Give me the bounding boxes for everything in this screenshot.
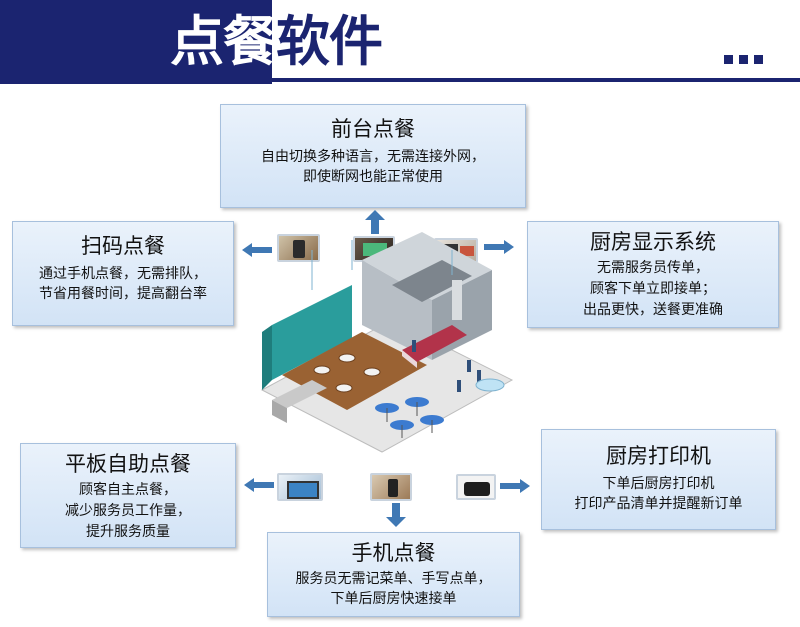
card-scan-code: 扫码点餐 通过手机点餐，无需排队， 节省用餐时间，提高翻台率: [12, 221, 234, 326]
card-kitchen-display-desc: 无需服务员传单， 顾客下单立即接单； 出品更快，送餐更准确: [528, 258, 778, 321]
card-kitchen-printer: 厨房打印机 下单后厨房打印机 打印产品清单并提醒新订单: [541, 429, 776, 530]
card-scan-code-title: 扫码点餐: [81, 234, 165, 258]
card-mobile-line1: 服务员无需记菜单、手写点单，: [295, 571, 492, 587]
card-kitchen-printer-title: 厨房打印机: [606, 444, 711, 468]
card-kitchen-display-line1: 无需服务员传单，: [597, 260, 709, 276]
card-kitchen-printer-line1: 下单后厨房打印机: [602, 476, 715, 492]
arrow-right-icon: [484, 240, 514, 254]
card-front-desk: 前台点餐 自由切换多种语言，无需连接外网， 即使断网也能正常使用: [220, 104, 526, 208]
arrow-down-icon: [386, 503, 406, 527]
card-scan-code-line1: 通过手机点餐，无需排队，: [39, 266, 207, 282]
card-scan-code-line2: 节省用餐时间，提高翻台率: [39, 286, 207, 302]
card-tablet-line3: 提升服务质量: [86, 524, 170, 540]
header-blue-block: [0, 0, 272, 84]
card-kitchen-display-line2: 顾客下单立即接单；: [590, 281, 716, 297]
arrow-left-icon: [242, 243, 272, 257]
card-mobile-desc: 服务员无需记菜单、手写点单， 下单后厨房快速接单: [268, 569, 519, 609]
card-kitchen-printer-desc: 下单后厨房打印机 打印产品清单并提醒新订单: [542, 474, 775, 514]
arrow-right-icon: [500, 479, 530, 493]
card-tablet-desc: 顾客自主点餐， 减少服务员工作量， 提升服务质量: [21, 480, 235, 543]
header-bar: 点餐软件: [0, 0, 800, 84]
arrow-up-icon: [365, 210, 385, 234]
card-mobile-line2: 下单后厨房快速接单: [330, 591, 457, 607]
card-mobile: 手机点餐 服务员无需记菜单、手写点单， 下单后厨房快速接单: [267, 532, 520, 617]
card-kitchen-printer-line2: 打印产品清单并提醒新订单: [574, 496, 743, 512]
card-front-desk-line2: 即使断网也能正常使用: [303, 169, 443, 185]
header-dots: [724, 55, 763, 64]
card-mobile-title: 手机点餐: [351, 541, 436, 565]
card-tablet-line2: 减少服务员工作量，: [65, 503, 191, 519]
phone-scan-photo: [277, 234, 320, 262]
printer-photo: [456, 474, 496, 500]
tablet-photo: [277, 473, 323, 501]
restaurant-isometric-illustration: [260, 232, 514, 453]
card-front-desk-title: 前台点餐: [331, 117, 415, 141]
card-kitchen-display: 厨房显示系统 无需服务员传单， 顾客下单立即接单； 出品更快，送餐更准确: [527, 221, 779, 328]
header-underline: [272, 78, 800, 82]
mobile-ordering-photo: [370, 473, 412, 501]
card-tablet-line1: 顾客自主点餐，: [79, 482, 177, 498]
page-title-navy: 软件: [276, 10, 383, 73]
card-front-desk-line1: 自由切换多种语言，无需连接外网，: [261, 149, 485, 165]
card-kitchen-display-title: 厨房显示系统: [590, 230, 716, 254]
card-scan-code-desc: 通过手机点餐，无需排队， 节省用餐时间，提高翻台率: [13, 264, 233, 304]
card-kitchen-display-line3: 出品更快，送餐更准确: [583, 302, 723, 318]
card-front-desk-desc: 自由切换多种语言，无需连接外网， 即使断网也能正常使用: [221, 147, 525, 187]
page-title-white: 点餐: [170, 10, 277, 73]
arrow-left-icon: [244, 478, 274, 492]
card-tablet-title: 平板自助点餐: [65, 452, 191, 476]
card-tablet: 平板自助点餐 顾客自主点餐， 减少服务员工作量， 提升服务质量: [20, 443, 236, 548]
page-title: 点餐软件: [170, 8, 383, 76]
